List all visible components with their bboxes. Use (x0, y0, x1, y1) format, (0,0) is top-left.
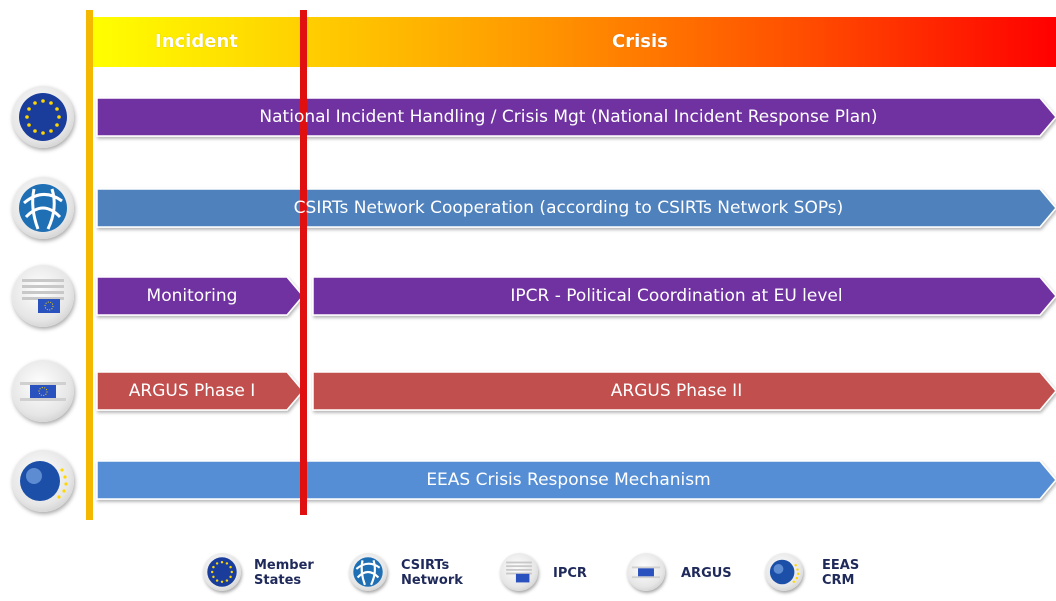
argus-icon (12, 360, 74, 422)
legend-member-states-icon (203, 553, 241, 591)
member-states-icon (12, 86, 74, 148)
crisis-boundary-line (300, 10, 307, 515)
monitoring-bar (96, 276, 304, 316)
monitoring-bar-label: Monitoring (146, 286, 238, 306)
legend-argus-icon (627, 553, 665, 591)
csirts-network-icon (12, 177, 74, 239)
legend-ipcr-label: IPCR (553, 566, 587, 581)
incident-boundary-line (86, 10, 93, 520)
ipcr-coordination-bar (312, 276, 1056, 316)
eeas-crm-bar-label: EEAS Crisis Response Mechanism (426, 470, 711, 490)
csirts-cooperation-bar-label: CSIRTs Network Cooperation (according to… (293, 198, 844, 218)
eeas-crm-icon (12, 450, 74, 512)
ipcr-icon (12, 265, 74, 327)
legend-csirts-network-icon (349, 553, 387, 591)
ipcr-coordination-bar-label: IPCR - Political Coordination at EU leve… (510, 286, 843, 306)
argus-phase-1-bar-label: ARGUS Phase I (128, 381, 256, 401)
national-incident-bar-label: National Incident Handling / Crisis Mgt … (259, 107, 878, 127)
crisis-header-label: Crisis (612, 31, 668, 52)
argus-phase-2-bar (312, 371, 1056, 411)
csirts-cooperation-bar (96, 188, 1056, 228)
incident-crisis-gradient-band (92, 17, 1056, 67)
argus-phase-1-bar (96, 371, 304, 411)
legend-ipcr-icon (500, 553, 538, 591)
eeas-crm-bar (96, 460, 1056, 500)
legend-argus-label: ARGUS (681, 566, 732, 581)
argus-phase-2-bar-label: ARGUS Phase II (610, 381, 743, 401)
incident-header-label: Incident (155, 31, 238, 52)
national-incident-bar (96, 97, 1056, 137)
legend-eeas-crm-icon (765, 553, 803, 591)
